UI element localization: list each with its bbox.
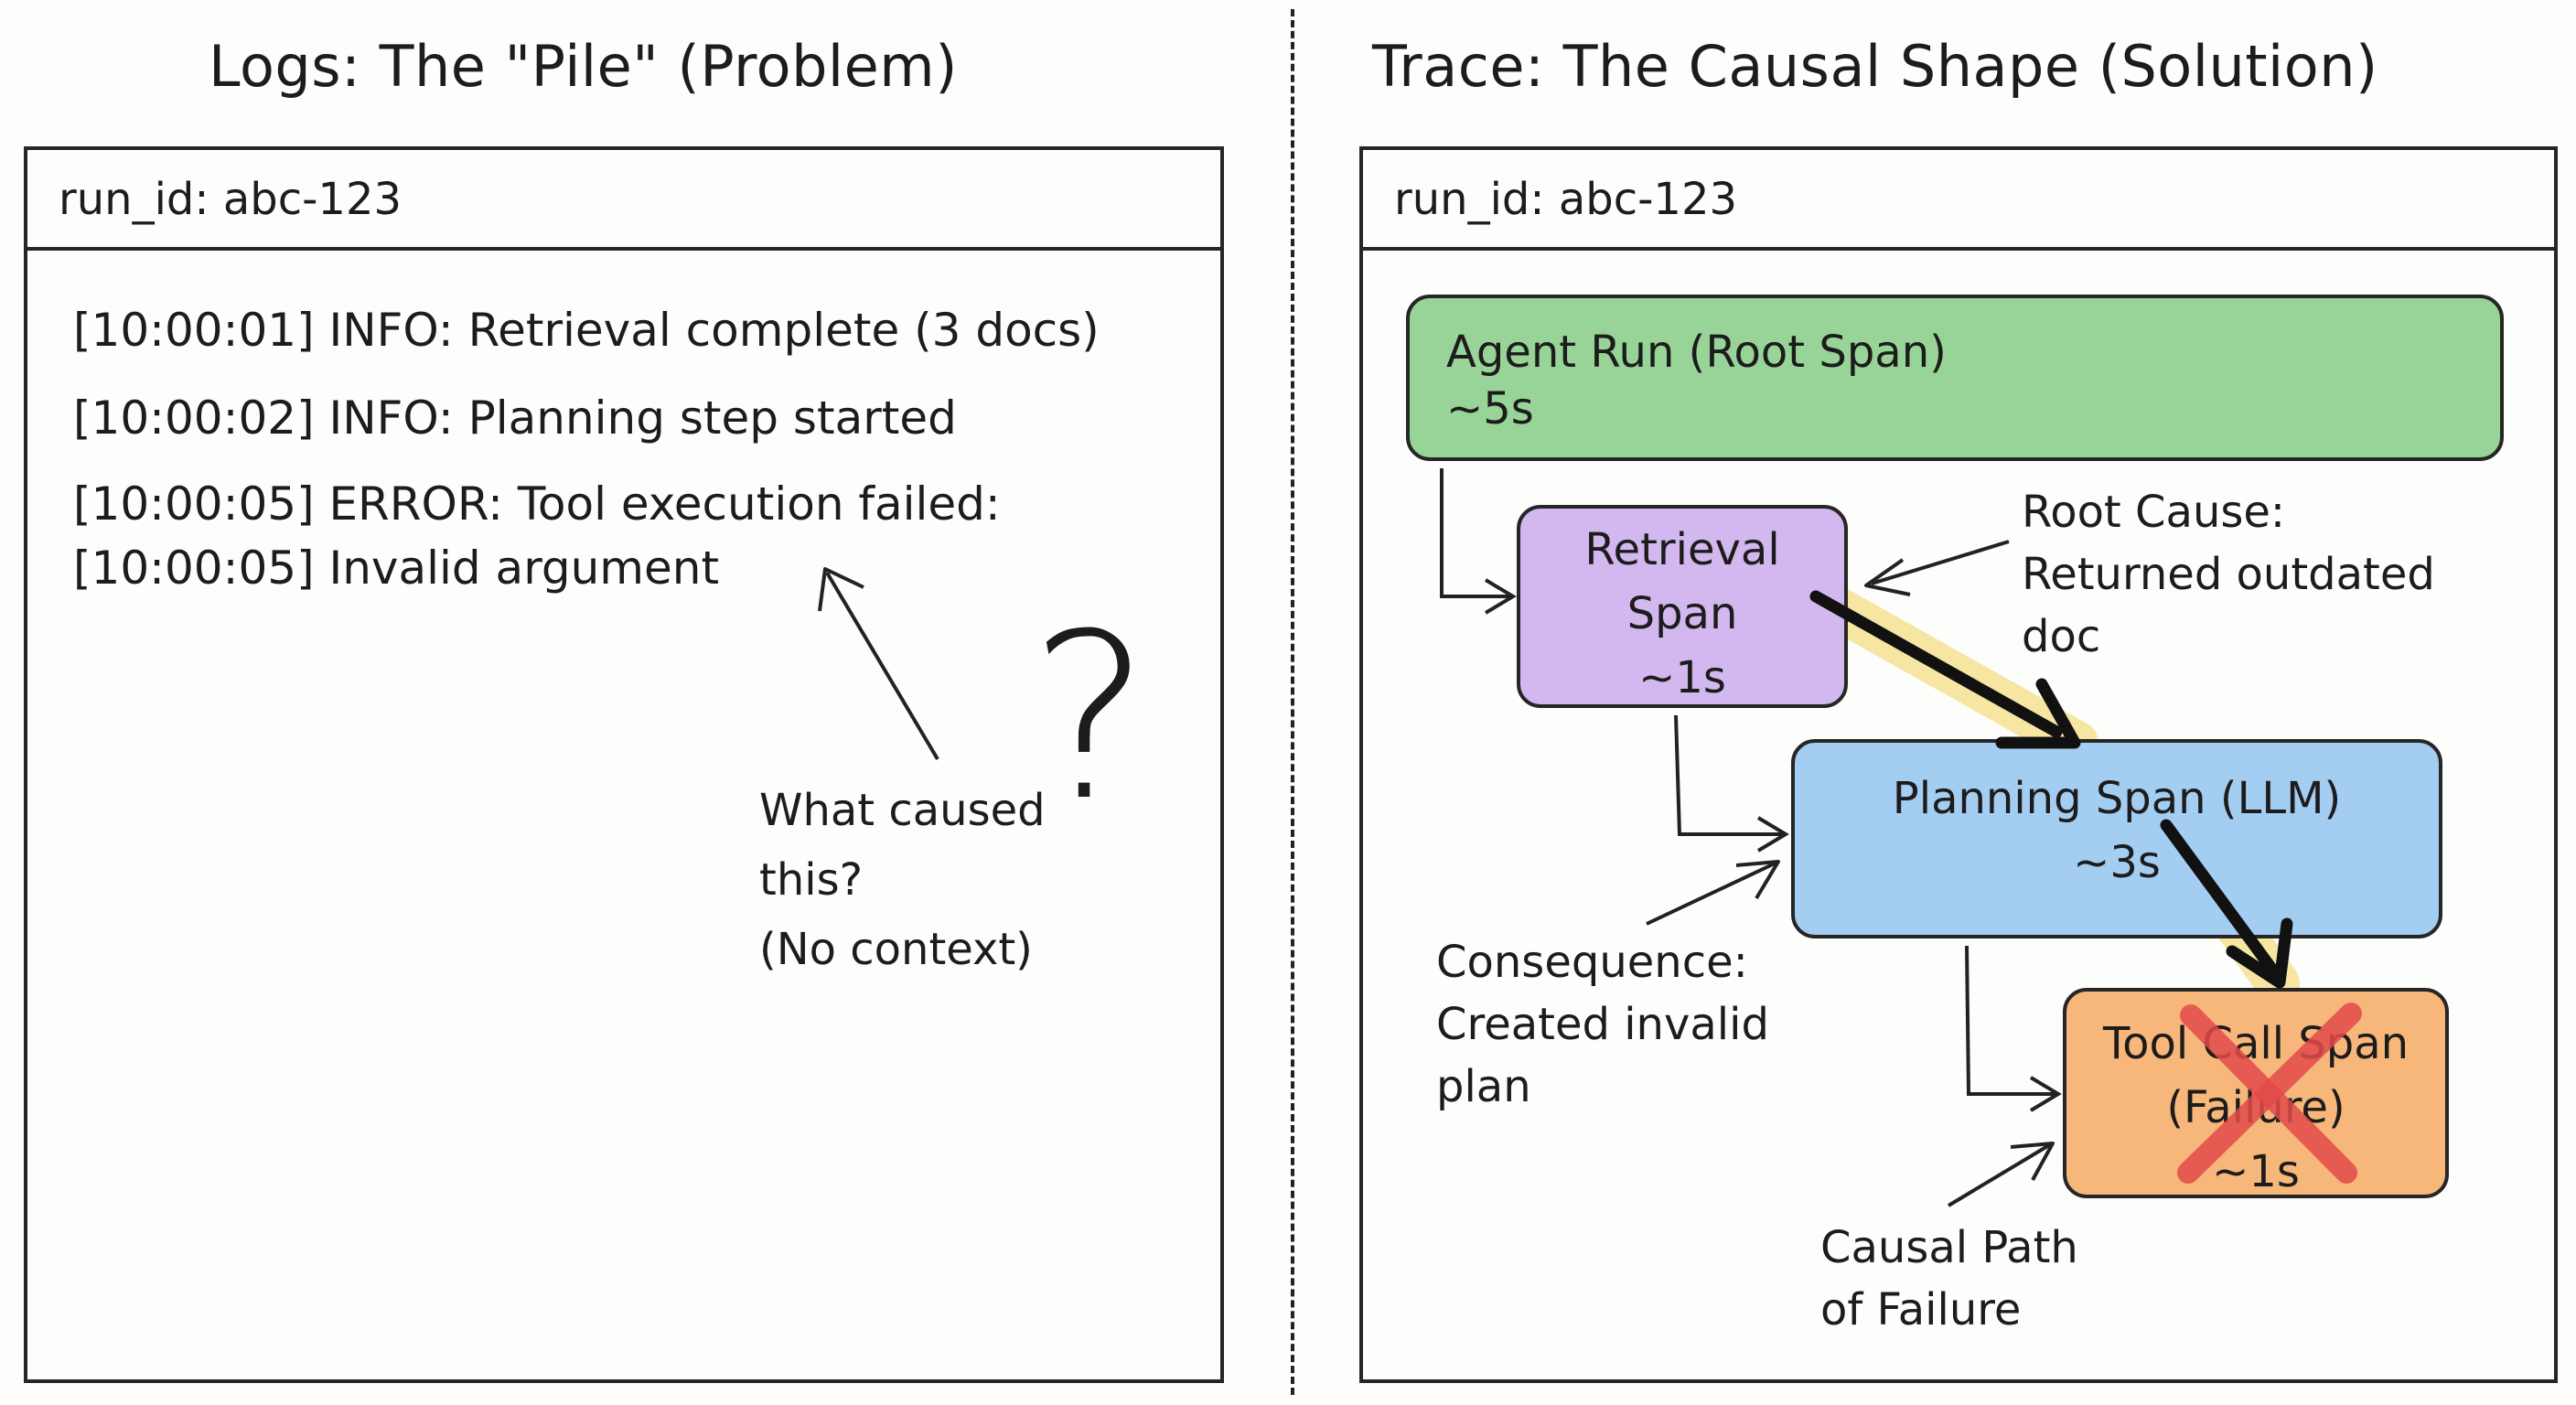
- causal-arrow-planning-to-tool: [2160, 819, 2293, 989]
- planning-to-tool-connector: [1965, 945, 2062, 1112]
- consequence-arrow: [1646, 860, 1780, 926]
- causal-path-arrow: [1947, 1142, 2055, 1207]
- planning-span-name: Planning Span (LLM): [1892, 773, 2342, 824]
- consequence-line-2: Created invalid: [1436, 999, 1769, 1050]
- causal-path-line-2: of Failure: [1820, 1284, 2022, 1335]
- root-span-box[interactable]: Agent Run (Root Span) ~5s: [1406, 295, 2504, 461]
- log-line-3: [10:00:05] ERROR: Tool execution failed:: [73, 477, 1001, 531]
- logs-annotation-line-3: (No context): [759, 924, 1033, 975]
- root-cause-line-3: doc: [2022, 611, 2101, 662]
- logs-annotation-line-2: this?: [759, 854, 864, 906]
- logs-annotation: What caused this? (No context): [759, 776, 1046, 984]
- retrieval-span-name-line-1: Retrieval: [1584, 524, 1780, 575]
- tool-call-span-duration: ~1s: [2212, 1146, 2300, 1197]
- consequence-line-1: Consequence:: [1436, 937, 1748, 988]
- root-cause-annotation: Root Cause: Returned outdated doc: [2022, 481, 2435, 668]
- causal-path-line-1: Causal Path: [1820, 1222, 2078, 1273]
- log-line-4: [10:00:05] Invalid argument: [73, 542, 720, 595]
- causal-path-annotation: Causal Path of Failure: [1820, 1217, 2078, 1341]
- logs-panel: run_id: abc-123: [24, 146, 1224, 1383]
- trace-heading: Trace: The Causal Shape (Solution): [1372, 33, 2378, 100]
- retrieval-to-planning-connector: [1674, 714, 1789, 853]
- trace-run-id: run_id: abc-123: [1394, 174, 1738, 225]
- root-span-name: Agent Run (Root Span): [1446, 327, 1947, 378]
- logs-run-id: run_id: abc-123: [59, 174, 402, 225]
- root-cause-line-1: Root Cause:: [2022, 487, 2286, 538]
- root-cause-arrow: [1864, 540, 2010, 596]
- log-line-1: [10:00:01] INFO: Retrieval complete (3 d…: [73, 304, 1100, 357]
- consequence-line-3: plan: [1436, 1061, 1531, 1112]
- trace-panel-header: run_id: abc-123: [1363, 150, 2554, 251]
- logs-panel-header: run_id: abc-123: [27, 150, 1220, 251]
- logs-heading: Logs: The "Pile" (Problem): [209, 33, 958, 100]
- root-cause-line-2: Returned outdated: [2022, 549, 2435, 600]
- panel-divider: [1291, 9, 1294, 1395]
- retrieval-span-duration: ~1s: [1638, 652, 1726, 703]
- tool-call-span-name: Tool Call Span: [2102, 1018, 2410, 1069]
- root-to-retrieval-connector: [1440, 468, 1517, 615]
- causal-arrow-retrieval-to-planning: [1809, 590, 2081, 749]
- log-annotation-arrow: [818, 567, 939, 761]
- planning-span-duration: ~3s: [2073, 837, 2161, 888]
- retrieval-span-box[interactable]: Retrieval Span ~1s: [1517, 505, 1848, 708]
- log-line-2: [10:00:02] INFO: Planning step started: [73, 391, 957, 445]
- logs-annotation-line-1: What caused: [759, 785, 1046, 836]
- consequence-annotation: Consequence: Created invalid plan: [1436, 931, 1769, 1118]
- planning-span-box[interactable]: Planning Span (LLM) ~3s: [1791, 739, 2442, 938]
- root-span-duration: ~5s: [1446, 383, 1534, 434]
- failure-x-icon: [2177, 1003, 2362, 1184]
- question-mark-icon: ?: [1029, 585, 1151, 851]
- retrieval-span-name-line-2: Span: [1626, 588, 1738, 639]
